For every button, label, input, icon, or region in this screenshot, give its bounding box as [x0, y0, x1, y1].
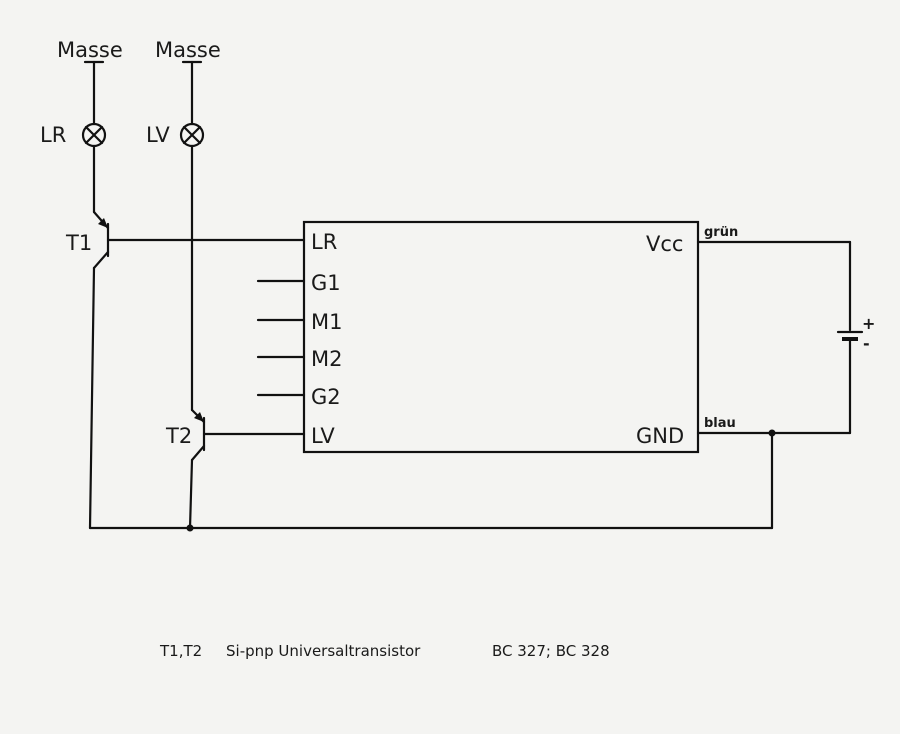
pin-label-g1: G1	[311, 271, 341, 295]
pin-label-vcc: Vcc	[646, 232, 683, 256]
lamp-lv-icon	[179, 122, 205, 148]
pin-label-gnd: GND	[636, 424, 684, 448]
battery-icon	[836, 330, 864, 341]
junction-gnd	[768, 429, 776, 437]
wire-t2-collector	[188, 458, 194, 530]
transistor-t1-icon	[92, 210, 110, 270]
ground-label-2: Masse	[155, 38, 221, 62]
transistor-t2-icon	[190, 408, 206, 462]
ground-label-1: Masse	[57, 38, 123, 62]
lamp-label-lr: LR	[40, 123, 66, 147]
transistor-label-t2: T2	[165, 424, 192, 448]
footnote-parts: T1,T2	[159, 642, 202, 660]
battery-plus: +	[862, 314, 875, 333]
footnote-models: BC 327; BC 328	[492, 642, 610, 660]
transistor-label-t1: T1	[65, 231, 92, 255]
battery-minus: -	[863, 334, 870, 353]
junction-common	[186, 524, 194, 532]
wire-label-blau: blau	[704, 416, 736, 431]
wire-label-gruen: grün	[704, 225, 738, 240]
pin-label-lr: LR	[311, 230, 337, 254]
lamp-lr-icon	[81, 122, 107, 148]
wire-t1-collector	[88, 266, 96, 530]
module-box	[302, 220, 700, 454]
pin-label-g2: G2	[311, 385, 341, 409]
lamp-label-lv: LV	[146, 123, 170, 147]
footnote-type: Si-pnp Universaltransistor	[226, 642, 421, 660]
pin-label-m2: M2	[311, 347, 342, 371]
pin-label-m1: M1	[311, 310, 342, 334]
pin-label-lv: LV	[311, 424, 335, 448]
